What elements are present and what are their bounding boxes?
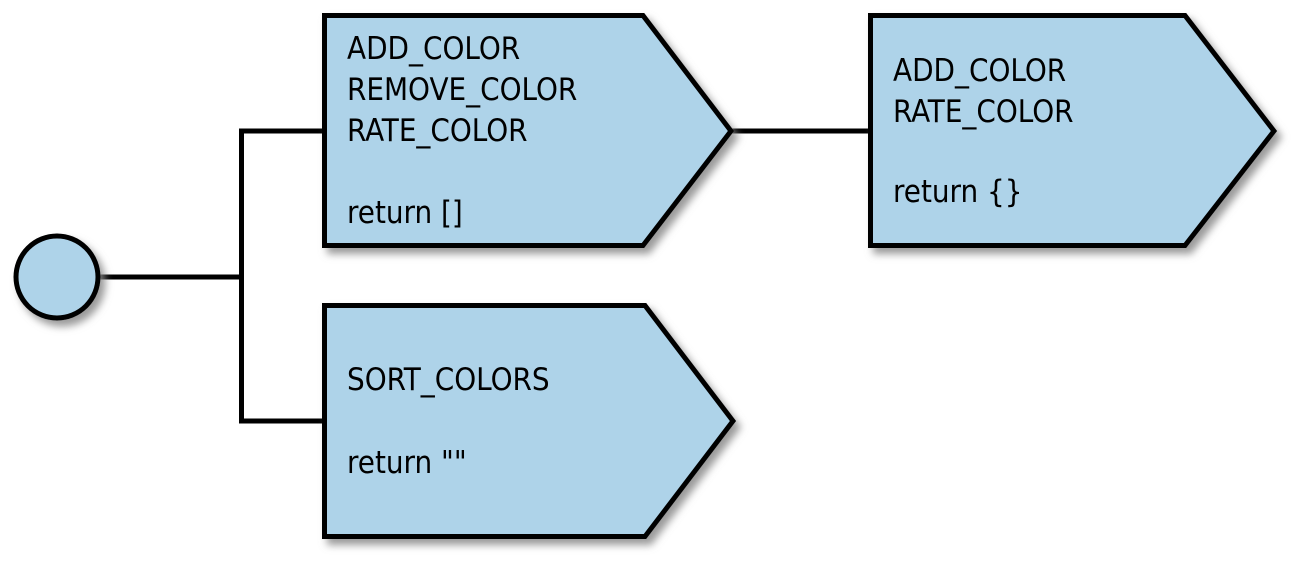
node-add-remove-rate-event-0: ADD_COLOR — [347, 31, 520, 67]
node-sort-colors-event-0: SORT_COLORS — [347, 362, 550, 398]
node-add-rate-event-0: ADD_COLOR — [893, 53, 1066, 89]
start-node[interactable] — [13, 233, 101, 321]
node-add-rate-event-1: RATE_COLOR — [893, 94, 1074, 130]
connector-group — [98, 128, 870, 424]
node-sort-colors-shape[interactable] — [322, 303, 737, 539]
node-sort-colors[interactable]: SORT_COLORS return "" — [322, 303, 737, 539]
node-add-rate-shape[interactable] — [868, 13, 1278, 248]
node-add-remove-rate-event-2: RATE_COLOR — [347, 113, 528, 149]
node-add-remove-rate-event-1: REMOVE_COLOR — [347, 72, 577, 108]
node-add-remove-rate-shape[interactable] — [322, 13, 735, 248]
start-node-circle[interactable] — [13, 233, 101, 321]
node-add-rate[interactable]: ADD_COLOR RATE_COLOR return {} — [868, 13, 1278, 248]
node-add-remove-rate[interactable]: ADD_COLOR REMOVE_COLOR RATE_COLOR return… — [322, 13, 735, 248]
node-sort-colors-return: return "" — [347, 445, 467, 481]
node-add-remove-rate-return: return [] — [347, 195, 463, 231]
node-add-rate-return: return {} — [893, 174, 1022, 210]
